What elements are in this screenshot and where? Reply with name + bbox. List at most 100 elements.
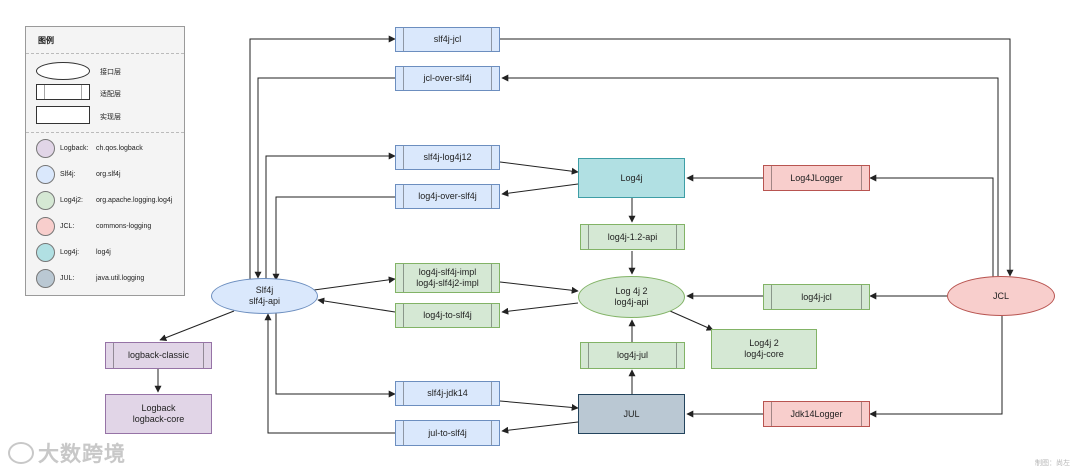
node-log4j-over-slf4j[interactable]: log4j-over-slf4j [395,184,500,209]
watermark-logo-icon [8,442,34,464]
edge-slf4j-to-log4j-slf4j-impl [313,276,396,291]
edge-slf4j-jcl-to-jcl [500,38,1014,277]
legend-interface-shape [36,62,90,80]
node-slf4j-jdk14[interactable]: slf4j-jdk14 [395,381,500,406]
legend-logback-name: Logback: [60,145,89,152]
node-jcl[interactable]: JCL [947,276,1055,316]
node-label: slf4j-api [248,296,280,306]
legend-impl-shape [36,106,90,124]
node-label: Log4JLogger [790,172,843,183]
node-log4j-12-api[interactable]: log4j-1.2-api [580,224,685,250]
legend-divider [26,132,184,133]
node-label: Slf4j [255,285,274,295]
legend-jul-name: JUL: [60,275,75,282]
node-label: Log4j [620,172,643,183]
node-jul[interactable]: JUL [578,394,685,434]
edge-jcl-to-jcl-over-slf4j [501,74,999,276]
credit-text: 制图：尚左 [1035,460,1070,467]
edge-log4j-slf4j-impl-to-log4j2-api [499,281,579,294]
node-log4jlogger[interactable]: Log4JLogger [763,165,870,191]
watermark: 大数跨境 [8,438,126,468]
node-jcl-over-slf4j[interactable]: jcl-over-slf4j [395,66,500,91]
edge-log4j2-api-to-log4j-to-slf4j [501,302,579,315]
legend-slf4j-value: org.slf4j [96,171,121,178]
legend-logback-swatch [36,139,55,158]
edge-log4j-to-slf4j-to-slf4j [317,297,396,313]
node-jdk14logger[interactable]: Jdk14Logger [763,401,870,427]
node-label: slf4j-jcl [433,34,462,44]
legend-interface-label: 接口层 [100,69,121,76]
legend-adapter-label: 适配层 [100,91,121,98]
watermark-text: 大数跨境 [38,443,126,466]
legend-log4j-name: Log4j: [60,249,80,256]
edge-slf4j-to-logback-classic [159,310,235,341]
node-label: log4j-jul [616,350,649,360]
node-log4j[interactable]: Log4j [578,158,685,198]
edge-slf4j-to-slf4j-log4j12 [265,152,396,280]
node-log4j-jul[interactable]: log4j-jul [580,342,685,369]
edge-jcl-over-slf4j-to-slf4j [254,77,395,279]
node-label: log4j-core [744,349,784,359]
node-label: JUL [623,408,640,419]
legend-log4j-value: log4j [96,249,111,256]
node-label: JCL [992,290,1009,301]
node-slf4j-jcl[interactable]: slf4j-jcl [395,27,500,52]
legend-log4j2-name: Log4j2: [60,197,83,204]
edge-log4j-over-slf4j-to-slf4j [272,196,395,281]
edge-slf4j-to-slf4j-jcl [249,35,396,280]
node-label: Log4j 2 [749,338,779,348]
edge-slf4j-to-slf4j-jdk14 [275,312,396,398]
node-logback-classic[interactable]: logback-classic [105,342,212,369]
legend-panel: 图例 接口层 适配层 实现层 Logback: ch.qos.logback S… [25,26,185,296]
node-label: slf4j-log4j12 [423,152,472,162]
node-jul-to-slf4j[interactable]: jul-to-slf4j [395,420,500,446]
legend-slf4j-name: Slf4j: [60,171,76,178]
legend-log4j2-swatch [36,191,55,210]
node-label: Logback [141,403,176,413]
edge-jcl-to-jdk14logger [869,316,1003,418]
node-label: slf4j-jdk14 [427,388,468,398]
edge-log4j-to-log4j-over-slf4j [501,183,579,197]
node-label: log4j-over-slf4j [418,191,477,201]
node-label: jul-to-slf4j [428,427,467,438]
node-label: log4j-1.2-api [607,231,658,242]
node-log4j-jcl[interactable]: log4j-jcl [763,284,870,310]
edge-jul-to-jul-to-slf4j [501,421,579,434]
node-label: log4j-api [614,297,649,307]
edge-slf4j-jdk14-to-jul [499,400,579,411]
node-label: log4j-to-slf4j [423,310,472,320]
legend-logback-value: ch.qos.logback [96,145,143,152]
legend-jul-value: java.util.logging [96,275,145,282]
legend-adapter-shape [36,84,90,100]
node-slf4j-log4j12[interactable]: slf4j-log4j12 [395,145,500,170]
node-label: Log 4j 2 [615,286,648,296]
edge-jcl-to-log4jlogger [869,174,994,280]
legend-jcl-name: JCL: [60,223,75,230]
node-label: Jdk14Logger [790,408,843,419]
node-label: logback-classic [127,350,190,360]
legend-jul-swatch [36,269,55,288]
node-label: log4j-slf4j2-impl [416,278,479,288]
node-label: logback-core [132,414,185,424]
edge-slf4j-log4j12-to-log4j [499,161,579,175]
edge-log4j2-api-to-log4j2-core [669,310,714,331]
node-label: jcl-over-slf4j [423,73,472,83]
edge-jul-to-slf4j-to-slf4j [264,313,395,434]
legend-impl-label: 实现层 [100,114,121,121]
legend-slf4j-swatch [36,165,55,184]
node-label: log4j-slf4j-impl [418,267,477,277]
legend-log4j-swatch [36,243,55,262]
legend-title: 图例 [38,36,54,45]
legend-jcl-swatch [36,217,55,236]
legend-divider [26,53,184,54]
node-log4j-to-slf4j[interactable]: log4j-to-slf4j [395,303,500,328]
legend-jcl-value: commons-logging [96,223,152,230]
node-label: log4j-jcl [801,291,832,302]
legend-log4j2-value: org.apache.logging.log4j [96,197,173,204]
